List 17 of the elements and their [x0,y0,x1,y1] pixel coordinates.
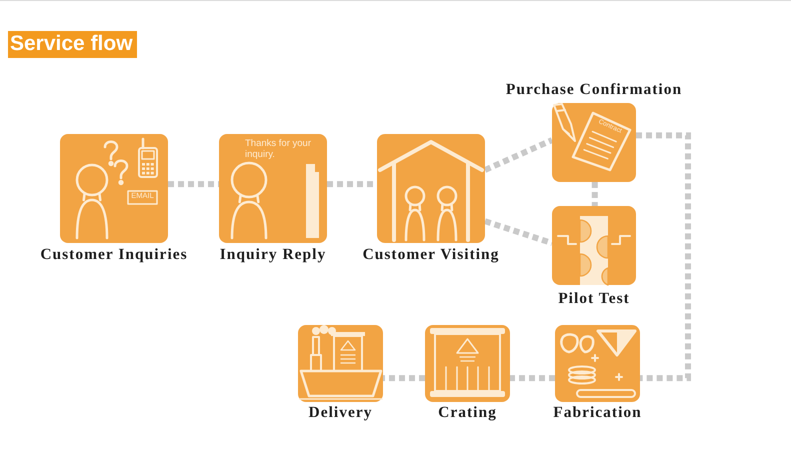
step-label: Fabrication [553,404,642,422]
step-label: Pilot Test [558,290,630,308]
dashed-connector [484,137,554,173]
step-label: Customer Visiting [362,246,500,264]
dashed-connector [636,132,691,382]
dashed-connector [168,181,219,188]
page-title: Service flow [8,31,137,58]
dashed-connector [592,182,598,206]
step-label: Inquiry Reply [220,246,326,264]
dashed-connector [484,218,553,246]
step-label: Crating [438,404,497,422]
message-text: Thanks for your inquiry. [245,139,312,161]
dashed-connector [383,375,425,382]
step-label: Purchase Confirmation [506,81,682,99]
step-label: Customer Inquiries [40,246,188,264]
step-label: Delivery [308,404,372,422]
dashed-connector [510,375,555,382]
